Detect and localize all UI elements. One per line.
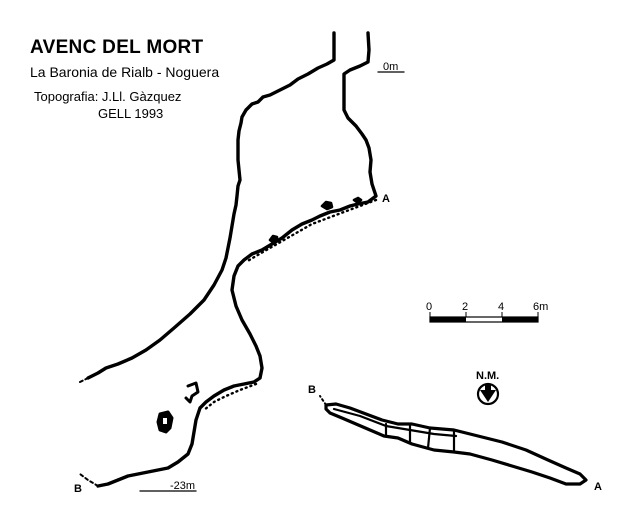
depth-top-label: 0m (383, 61, 398, 73)
map-subtitle: La Baronia de Rialb - Noguera (30, 64, 220, 80)
plan-step-3 (426, 426, 432, 450)
plan-view (319, 395, 588, 486)
map-title: AVENC DEL MORT (30, 37, 204, 58)
section-boulder (268, 196, 363, 244)
section-right-wall-dashes (79, 473, 99, 487)
section-point-a: A (382, 193, 390, 205)
section-left-wall (86, 31, 336, 380)
section-sediment (244, 198, 378, 264)
plan-inner-passage (332, 407, 458, 438)
scale-bar-segment (430, 317, 466, 322)
scale-label-6m: 6m (533, 301, 548, 313)
scale-label-0: 0 (426, 301, 432, 313)
depth-bottom-label: -23m (170, 480, 195, 492)
plan-point-a: A (594, 481, 602, 493)
north-arrow: N.M. (476, 370, 499, 406)
section-right-wall (96, 31, 378, 488)
north-label: N.M. (476, 370, 499, 382)
section-view (79, 31, 405, 492)
north-arrow-shaft (485, 385, 491, 391)
section-sediment-lower (202, 382, 258, 412)
section-block-upper (184, 381, 200, 404)
section-block-lower-hole (163, 418, 167, 424)
scale-label-4: 4 (498, 301, 504, 313)
plan-dashes (319, 395, 327, 406)
survey-credit: Topografia: J.Ll. Gàzquez (34, 89, 182, 104)
section-point-b: B (74, 483, 82, 495)
survey-club-year: GELL 1993 (98, 106, 164, 121)
north-arrow-head (480, 390, 496, 402)
section-left-wall-dashes (79, 377, 89, 383)
scale-bar-segment (502, 317, 538, 322)
plan-outline (324, 402, 588, 486)
scale-label-2: 2 (462, 301, 468, 313)
scale-bar: 0 2 4 6m (426, 301, 548, 323)
plan-point-b: B (308, 384, 316, 396)
